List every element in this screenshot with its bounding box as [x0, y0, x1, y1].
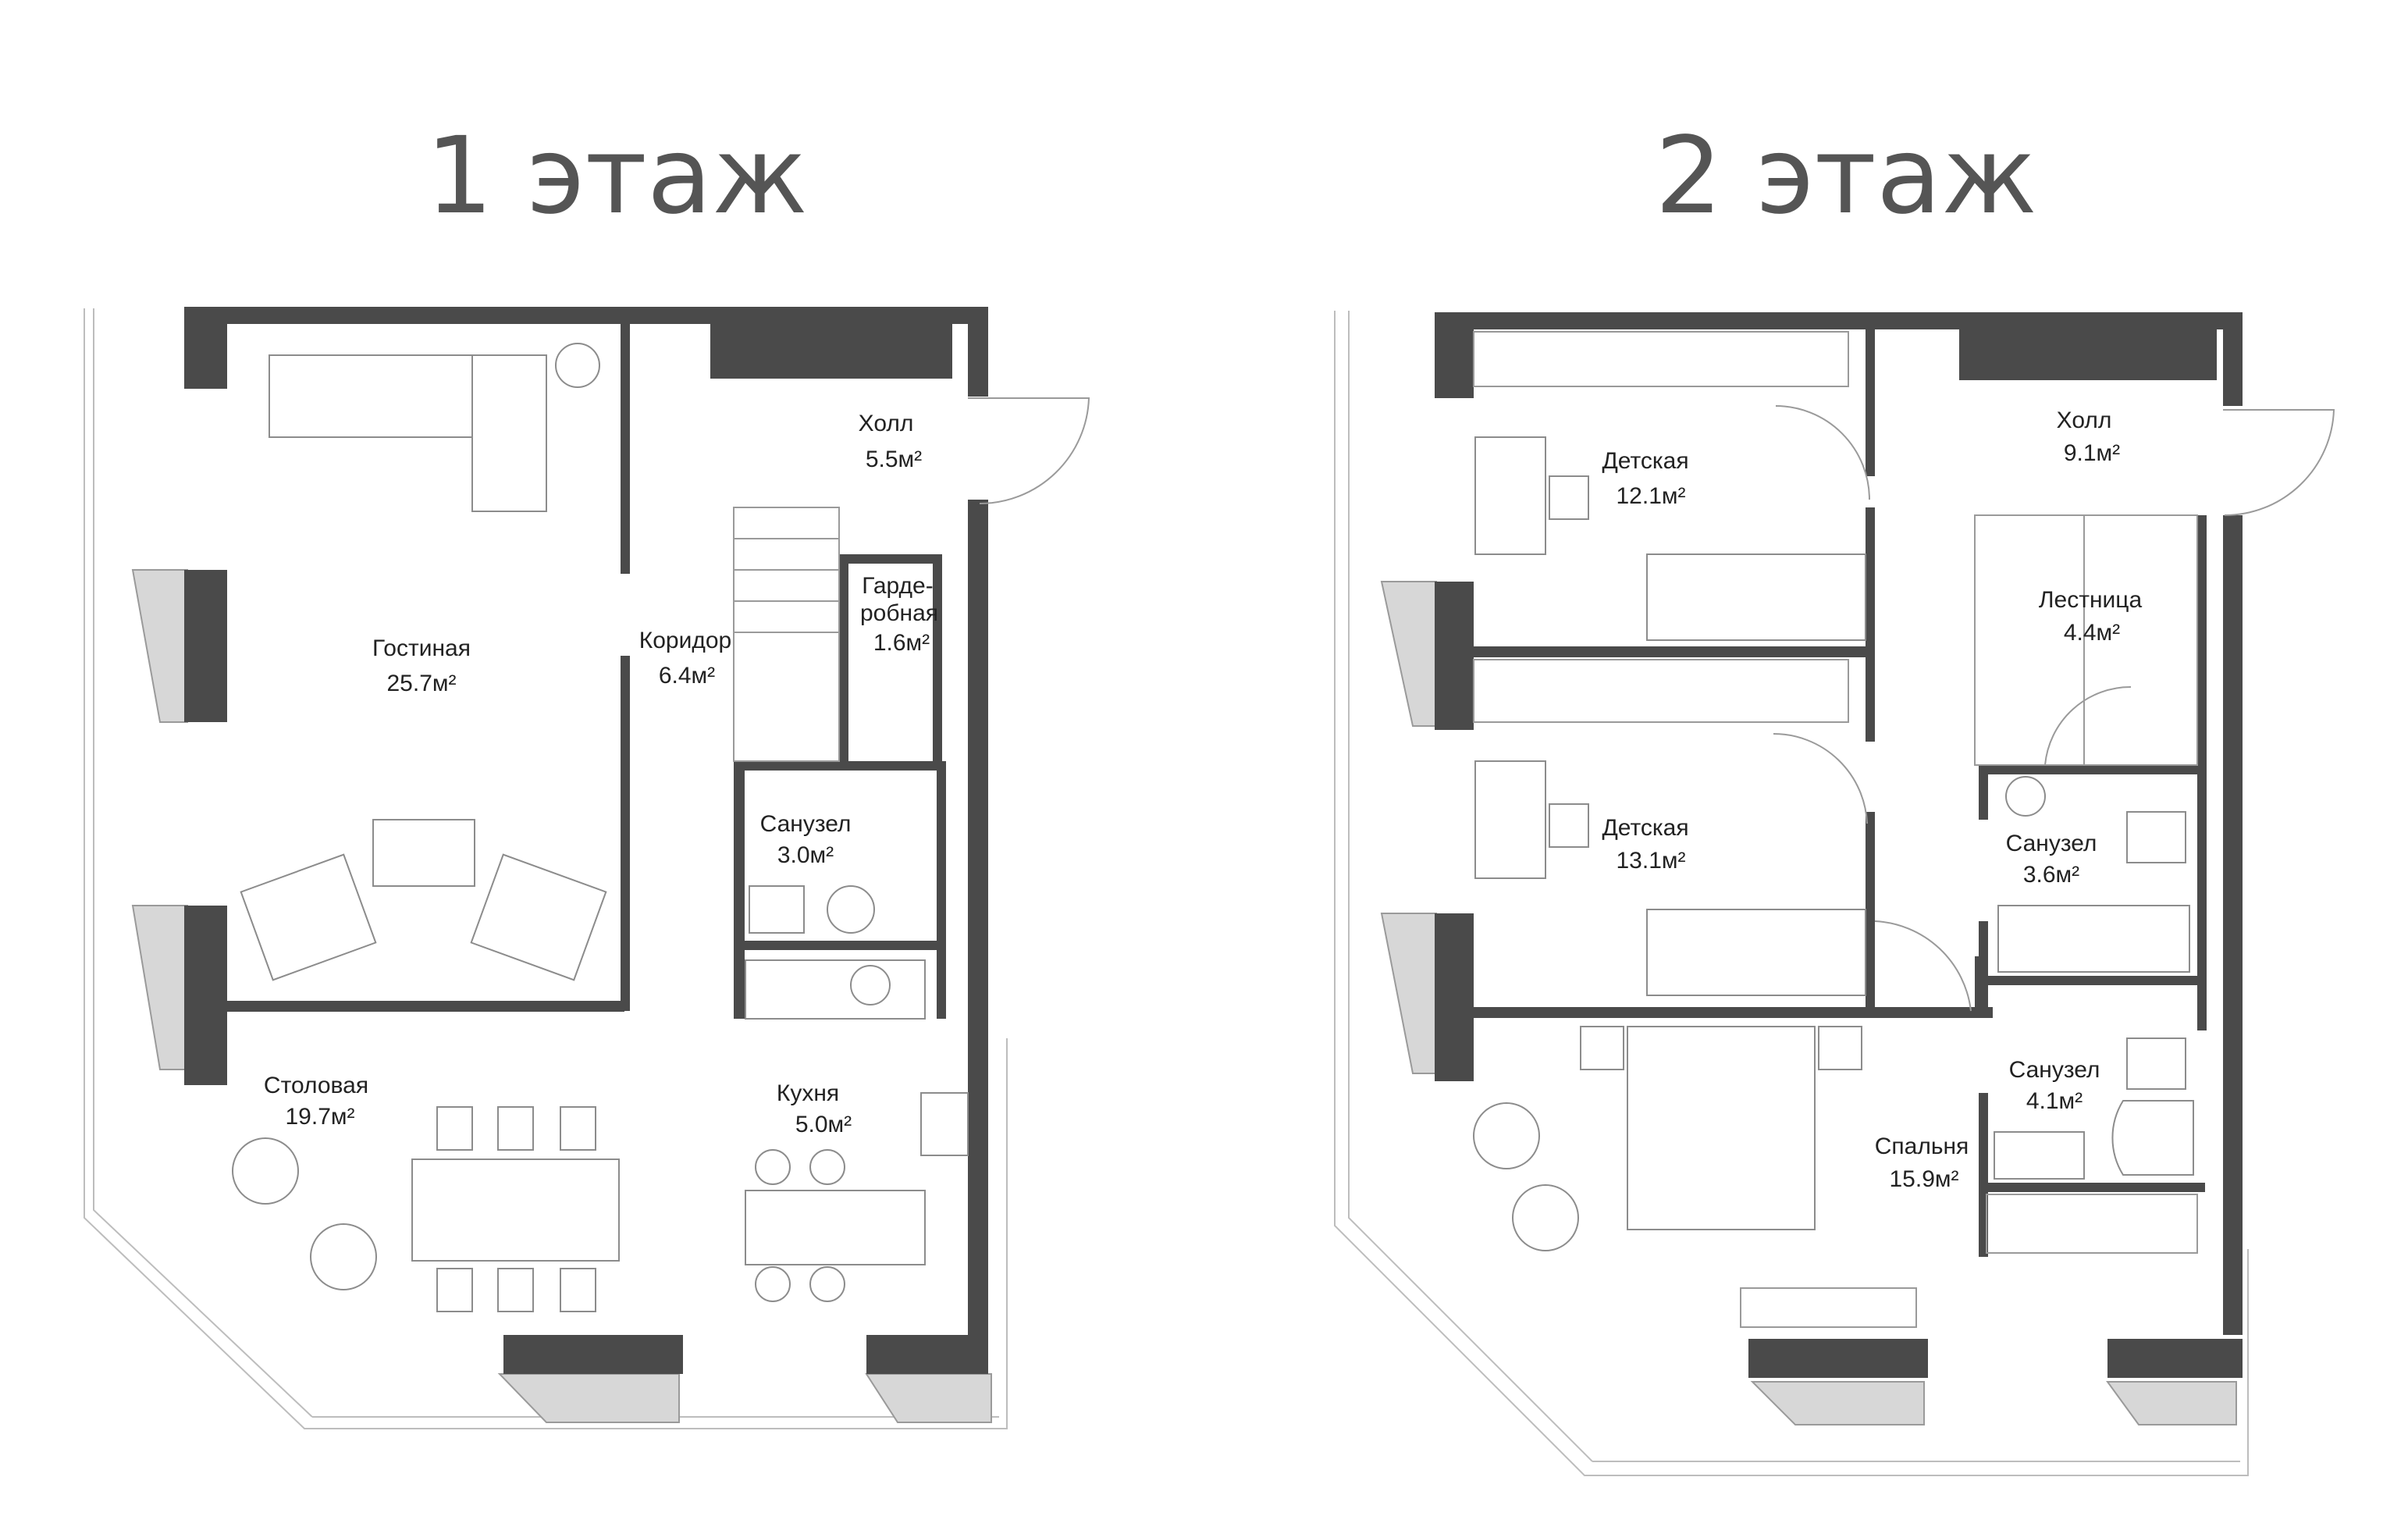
- room-area: 3.0м²: [777, 842, 834, 868]
- room-area: 19.7м²: [285, 1104, 354, 1130]
- room-area: 25.7м²: [386, 671, 456, 696]
- room-label: Спальня: [1875, 1134, 1969, 1159]
- room-label: Лестница: [2039, 587, 2143, 613]
- floor-1-plan: [84, 307, 1090, 1429]
- room-area: 6.4м²: [659, 663, 715, 689]
- floor-2-title: 2 этаж: [1655, 115, 2036, 238]
- room-label: Детская: [1602, 448, 1688, 474]
- room-label: Детская: [1602, 815, 1688, 841]
- room-area: 1.6м²: [873, 630, 930, 656]
- room-label: Кухня: [777, 1080, 839, 1106]
- room-label: робная: [860, 600, 938, 626]
- room-area: 12.1м²: [1616, 483, 1685, 509]
- room-label: Гарде-: [862, 573, 933, 599]
- room-area: 9.1м²: [2064, 440, 2120, 466]
- room-label: Санузел: [2009, 1057, 2100, 1083]
- room-label: Санузел: [2006, 831, 2097, 856]
- room-label: Гостиная: [372, 635, 471, 661]
- floor-2-plan: [1334, 311, 2335, 1476]
- room-area: 13.1м²: [1616, 848, 1685, 874]
- room-area: 4.4м²: [2064, 620, 2120, 646]
- room-area: 15.9м²: [1889, 1166, 1958, 1192]
- room-label: Столовая: [264, 1073, 368, 1098]
- room-label: Холл: [2057, 408, 2112, 433]
- room-label: Коридор: [639, 628, 731, 653]
- room-label: Санузел: [760, 811, 852, 837]
- room-area: 5.5м²: [866, 447, 922, 472]
- floor-1-title: 1 этаж: [425, 115, 807, 238]
- room-label: Холл: [859, 411, 914, 436]
- room-area: 5.0м²: [795, 1112, 852, 1137]
- room-area: 3.6м²: [2023, 862, 2079, 888]
- room-area: 4.1м²: [2026, 1088, 2083, 1114]
